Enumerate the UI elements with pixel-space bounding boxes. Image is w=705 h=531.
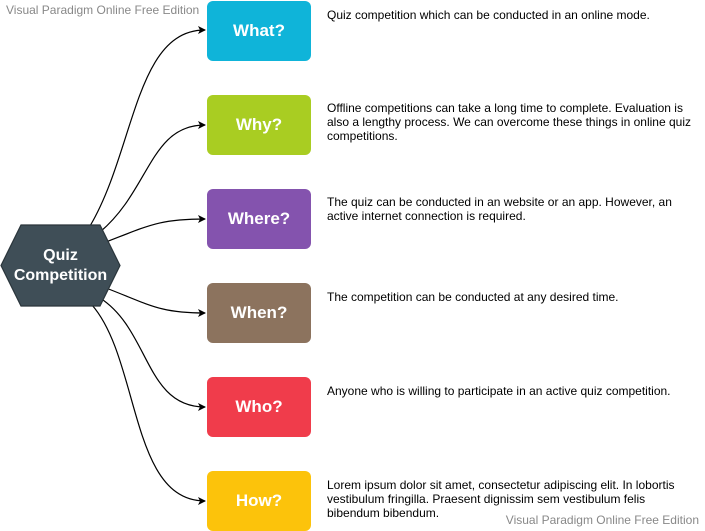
what-box[interactable]: What?: [207, 1, 311, 61]
why-description: Offline competitions can take a long tim…: [327, 101, 691, 143]
when-description: The competition can be conducted at any …: [327, 290, 619, 304]
connector-how: [91, 304, 206, 505]
connector-what: [89, 26, 206, 227]
how-box[interactable]: How?: [207, 471, 311, 531]
who-description: Anyone who is willing to participate in …: [327, 384, 671, 398]
watermark-bottom: Visual Paradigm Online Free Edition: [505, 513, 699, 527]
when-box[interactable]: When?: [207, 283, 311, 343]
what-description: Quiz competition which can be conducted …: [327, 8, 650, 22]
where-description: The quiz can be conducted in an website …: [327, 195, 672, 223]
how-description: Lorem ipsum dolor sit amet, consectetur …: [327, 478, 675, 520]
watermark-top: Visual Paradigm Online Free Edition: [6, 3, 200, 17]
why-box[interactable]: Why?: [207, 95, 311, 155]
connector-when: [105, 287, 206, 317]
where-box[interactable]: Where?: [207, 189, 311, 249]
connector-why: [99, 121, 206, 233]
connector-who: [99, 297, 206, 411]
who-box[interactable]: Who?: [207, 377, 311, 437]
connector-where: [105, 215, 206, 243]
center-hexagon[interactable]: [0, 224, 121, 307]
